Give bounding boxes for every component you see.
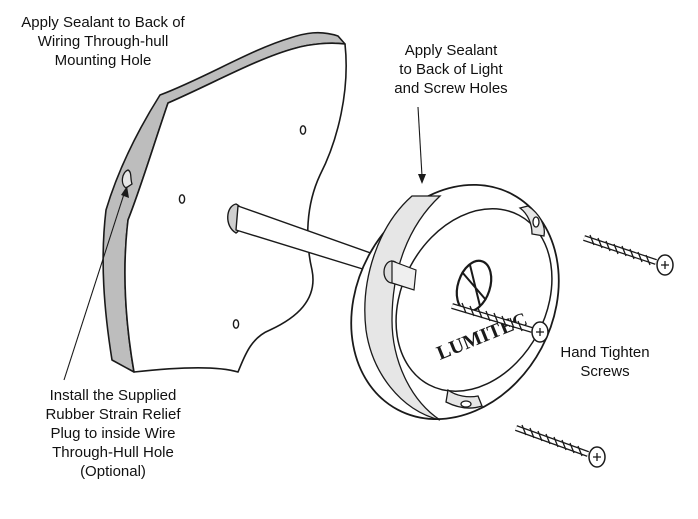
label-line: Apply Sealant [404,42,498,59]
label-line: Screws [580,363,630,380]
leader-line-top-right [417,106,423,177]
label-line: Hand Tighten [560,344,650,361]
strain-relief-plug [121,169,133,189]
label-line: Plug to inside Wire [50,425,176,442]
panel-screw-hole [299,125,307,135]
label-line: Through-Hull Hole [52,444,174,461]
screw-lower [514,424,606,468]
arrowhead-top-right [418,174,426,184]
label-line: to Back of Light [399,61,503,78]
label-line: Install the Supplied [49,387,177,404]
label-line: and Screw Holes [394,80,508,97]
label-line: Apply Sealant to Back of [21,14,185,31]
screw-upper [583,234,674,276]
light-screw-hole [532,216,540,228]
leader-line-bottom-left [63,193,125,381]
light-tab [445,388,483,409]
panel-screw-hole [232,319,240,329]
label-line: (Optional) [80,463,146,480]
label-sealant-mounting-hole: Apply Sealant to Back of Wiring Through-… [8,13,198,70]
light-tab [518,205,546,237]
label-line: Mounting Hole [54,52,152,69]
panel-screw-hole [178,194,186,204]
label-strain-relief: Install the Supplied Rubber Strain Relie… [18,386,208,481]
screw-center [451,302,549,343]
label-line: Wiring Through-hull [37,33,169,50]
label-sealant-light: Apply Sealant to Back of Light and Screw… [376,41,526,98]
label-hand-tighten: Hand Tighten Screws [550,343,660,381]
wire-grommet-body [391,260,417,291]
label-line: Rubber Strain Relief [45,406,181,423]
arrowhead-bottom-left [121,186,129,198]
light-screw-hole [460,400,472,408]
